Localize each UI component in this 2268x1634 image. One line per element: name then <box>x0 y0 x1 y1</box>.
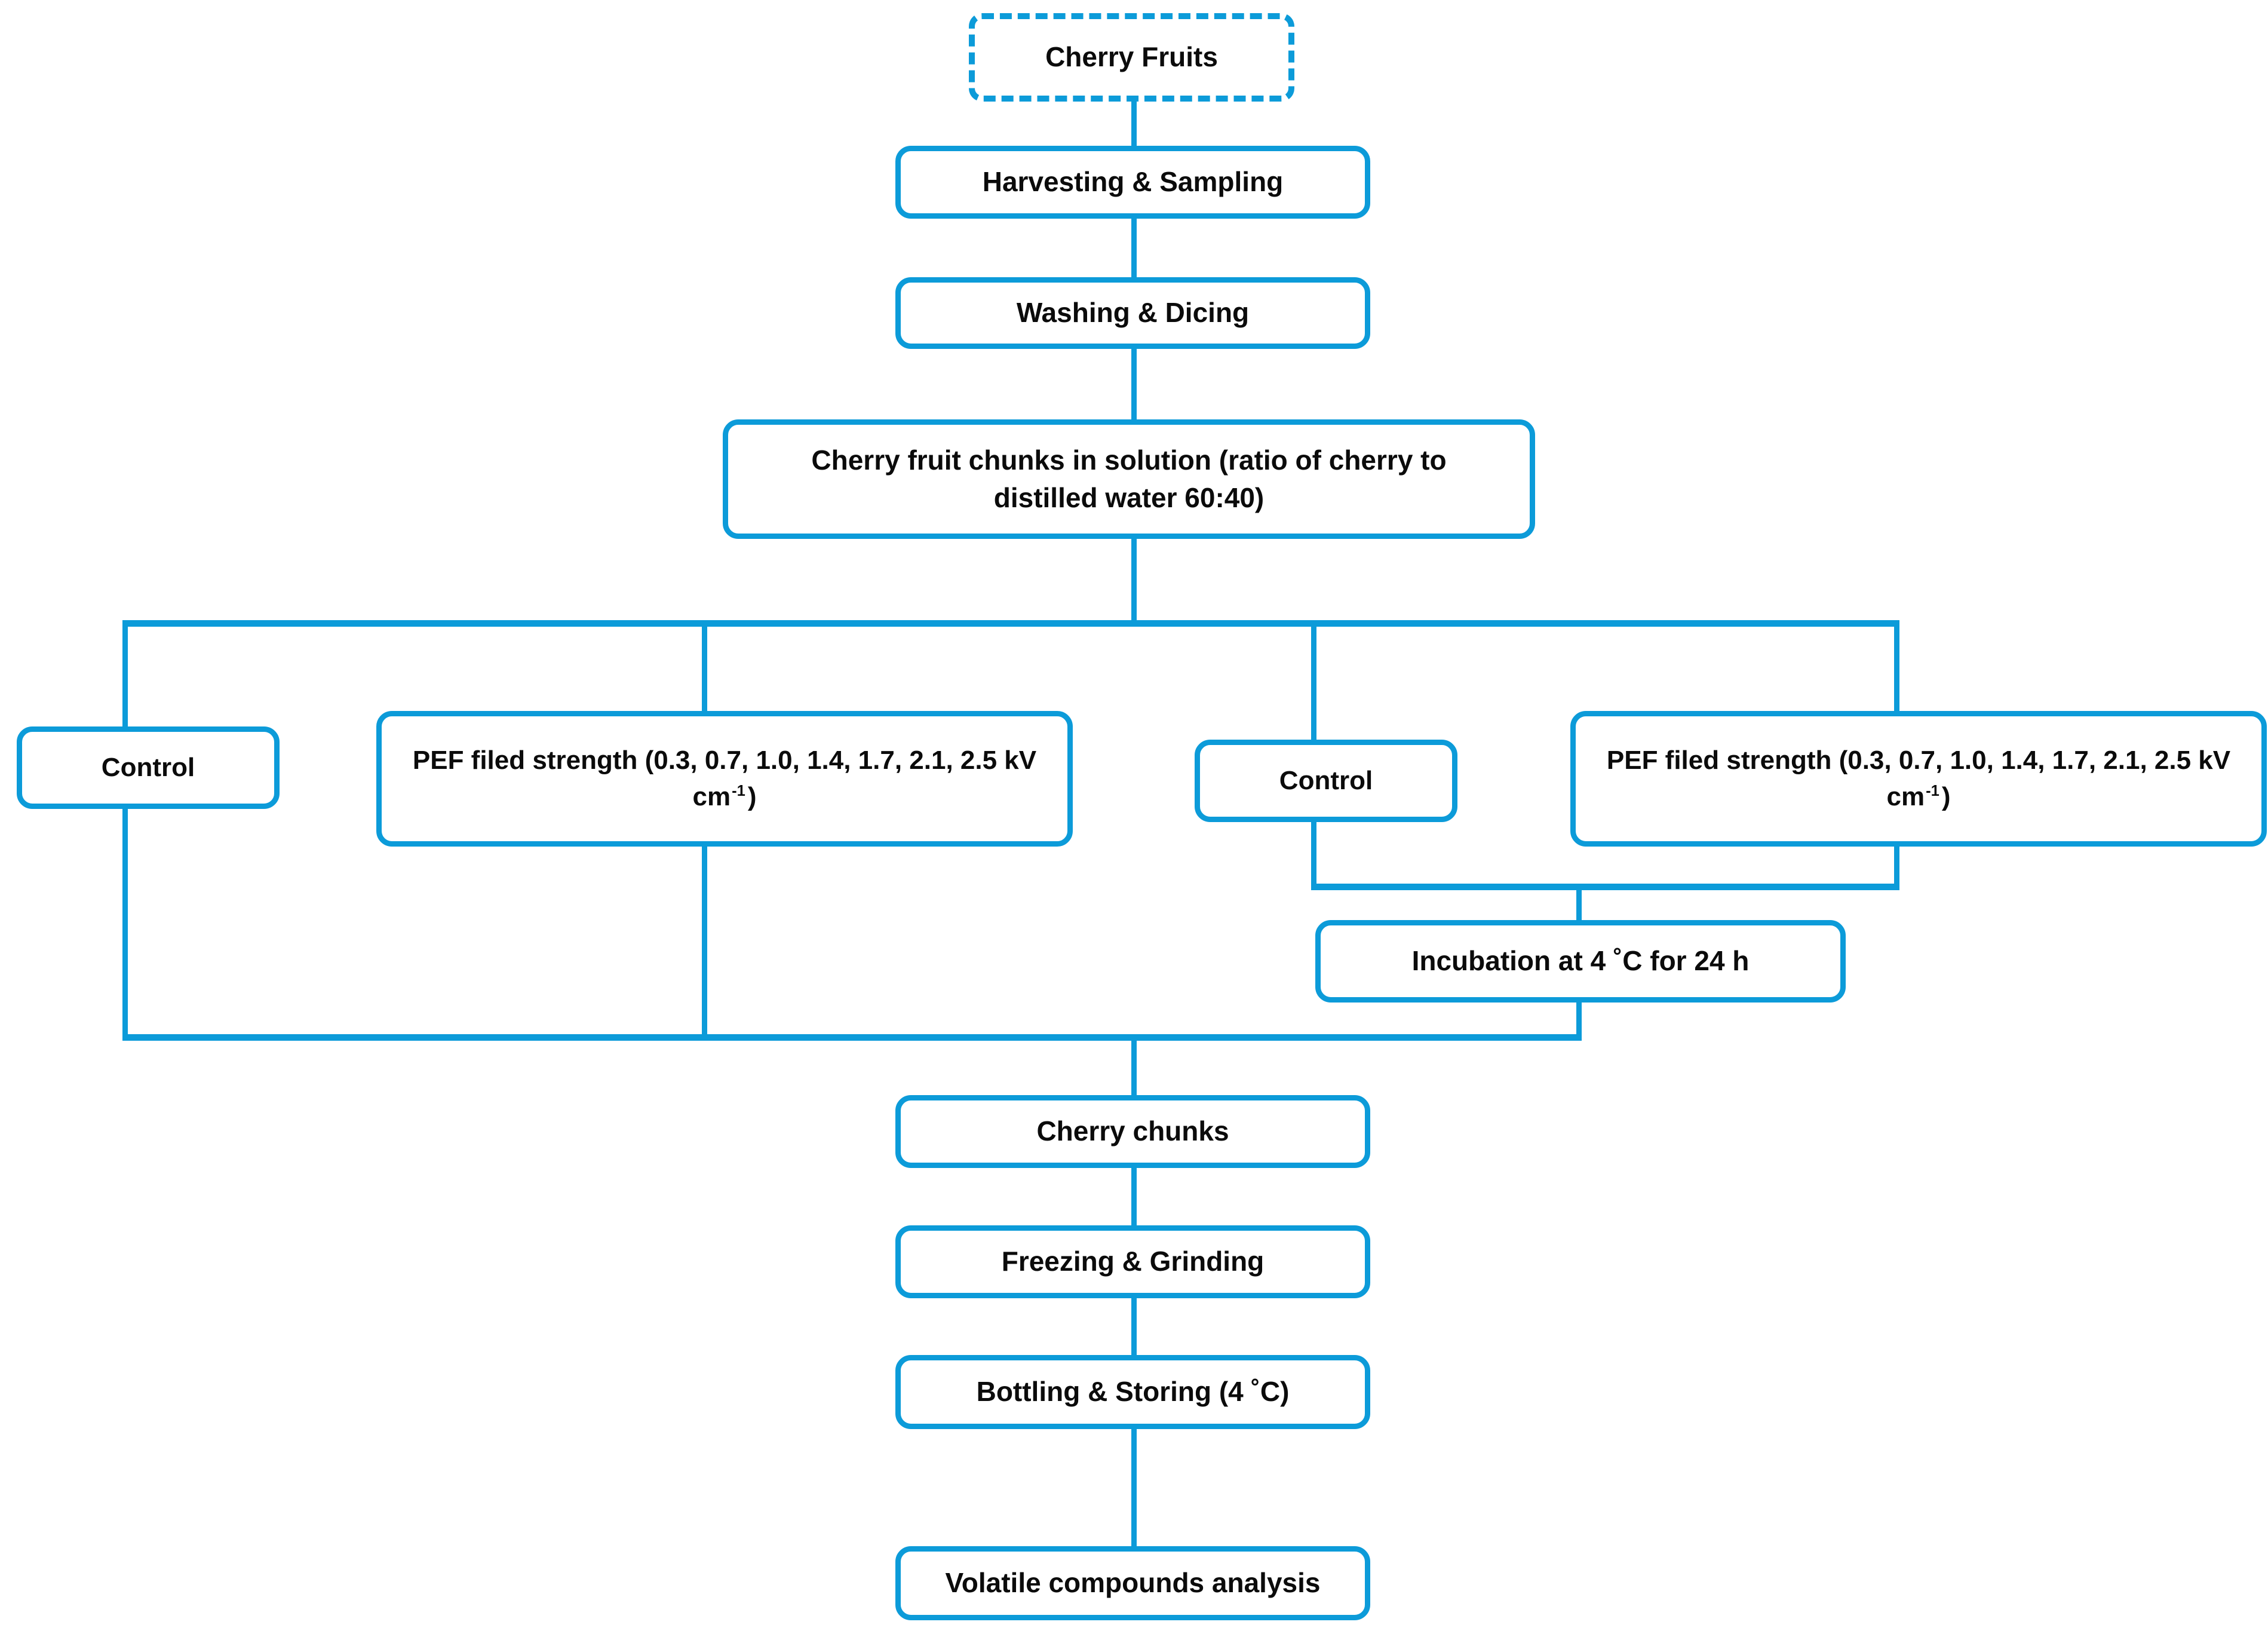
node-pef-left-label: PEF filed strength (0.3, 0.7, 1.0, 1.4, … <box>402 743 1047 815</box>
node-pef-left-main: PEF filed strength (0.3, 0.7, 1.0, 1.4, … <box>412 745 1037 811</box>
node-cherry-fruits[interactable]: Cherry Fruits <box>969 13 1294 102</box>
node-control-right[interactable]: Control <box>1195 740 1457 822</box>
connector-cherrychunks-to-freezing <box>1131 1167 1137 1227</box>
node-cherry-chunks-label: Cherry chunks <box>1036 1115 1229 1147</box>
node-freezing-grinding-label: Freezing & Grinding <box>1001 1246 1265 1277</box>
connector-solution-to-branchbar <box>1131 538 1137 625</box>
node-washing-dicing[interactable]: Washing & Dicing <box>895 277 1370 349</box>
branch-distribution-bar <box>122 620 1899 627</box>
node-bottling-storing[interactable]: Bottling & Storing (4 ˚C) <box>895 1355 1370 1429</box>
connector-branchbar-to-pef-left <box>702 620 707 713</box>
node-control-left-label: Control <box>101 752 195 782</box>
connector-harvesting-to-washing <box>1131 217 1137 277</box>
node-pef-right-tail: ) <box>1941 781 1951 811</box>
connector-rightmerge-to-incubation <box>1576 884 1582 922</box>
node-pef-right-superscript: -1 <box>1926 782 1939 799</box>
connector-branchbar-to-control-right <box>1311 620 1316 740</box>
node-incubation-label: Incubation at 4 ˚C for 24 h <box>1411 945 1750 977</box>
node-volatile-analysis-label: Volatile compounds analysis <box>945 1567 1321 1599</box>
connector-cherryfruits-to-harvesting <box>1131 100 1137 148</box>
node-harvesting-sampling-label: Harvesting & Sampling <box>982 166 1284 198</box>
node-pef-right-main: PEF filed strength (0.3, 0.7, 1.0, 1.4, … <box>1606 745 2231 811</box>
connector-control-right-to-rightmerge <box>1311 821 1316 890</box>
connector-bottling-to-volatile <box>1131 1428 1137 1547</box>
node-freezing-grinding[interactable]: Freezing & Grinding <box>895 1225 1370 1298</box>
node-control-left[interactable]: Control <box>17 726 280 809</box>
connector-branchbar-to-control-left <box>122 620 128 729</box>
node-chunks-in-solution-label: Cherry fruit chunks in solution (ratio o… <box>811 444 1447 513</box>
connector-washing-to-solution <box>1131 347 1137 421</box>
node-washing-dicing-label: Washing & Dicing <box>1016 297 1250 329</box>
node-bottling-storing-label: Bottling & Storing (4 ˚C) <box>976 1376 1290 1408</box>
node-cherry-fruits-label: Cherry Fruits <box>1045 41 1218 73</box>
connector-freezing-to-bottling <box>1131 1296 1137 1356</box>
bottom-merge-bar <box>122 1034 1582 1041</box>
node-harvesting-sampling[interactable]: Harvesting & Sampling <box>895 146 1370 219</box>
node-pef-left-superscript: -1 <box>732 782 745 799</box>
node-pef-left-tail: ) <box>747 781 757 811</box>
connector-pef-right-to-rightmerge <box>1894 844 1899 890</box>
node-cherry-chunks[interactable]: Cherry chunks <box>895 1095 1370 1168</box>
node-control-right-label: Control <box>1279 765 1373 795</box>
node-pef-right-label: PEF filed strength (0.3, 0.7, 1.0, 1.4, … <box>1596 743 2241 815</box>
connector-pef-left-to-merge <box>702 844 707 1038</box>
connector-merge-to-cherrychunks <box>1131 1034 1137 1097</box>
node-volatile-analysis[interactable]: Volatile compounds analysis <box>895 1546 1370 1620</box>
node-chunks-in-solution[interactable]: Cherry fruit chunks in solution (ratio o… <box>723 419 1535 539</box>
right-branch-merge-bar <box>1311 884 1899 890</box>
connector-incubation-to-merge <box>1576 1001 1582 1038</box>
node-pef-left[interactable]: PEF filed strength (0.3, 0.7, 1.0, 1.4, … <box>376 711 1073 847</box>
connector-control-left-to-merge <box>122 808 128 1038</box>
connector-branchbar-to-pef-right <box>1894 620 1899 713</box>
node-pef-right[interactable]: PEF filed strength (0.3, 0.7, 1.0, 1.4, … <box>1570 711 2267 847</box>
node-incubation[interactable]: Incubation at 4 ˚C for 24 h <box>1315 920 1846 1003</box>
